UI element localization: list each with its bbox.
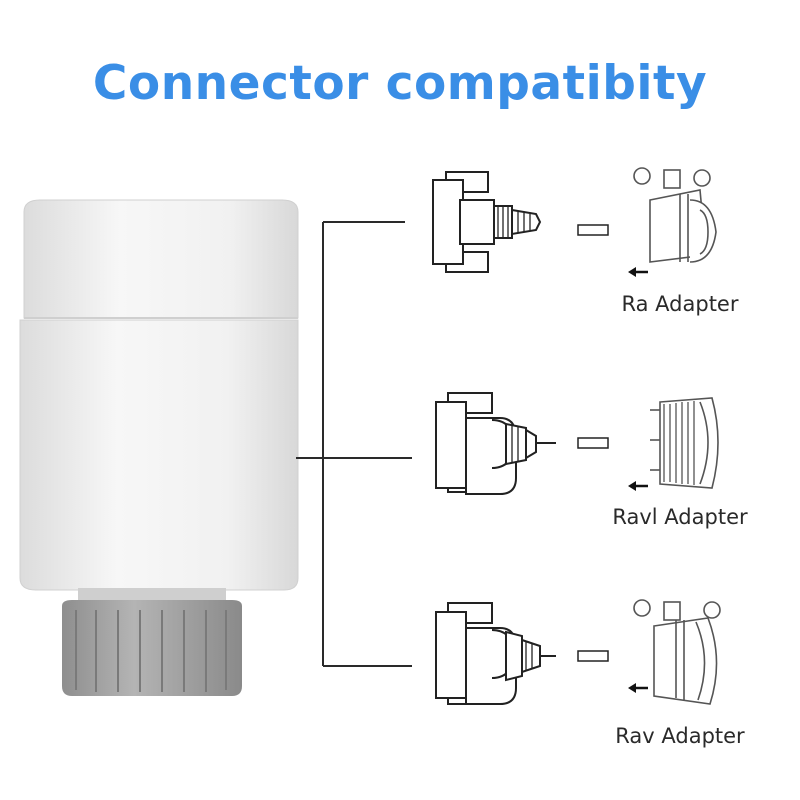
page-title: Connector compatibity [92,56,708,111]
valve-drawing-ravl [435,392,556,495]
ravl-adapter-drawing [650,397,719,489]
connector-lines [296,221,412,667]
rav-adapter-label: Rav Adapter [615,724,745,748]
thermostat-head-image [19,199,299,696]
arrow-left-icon [628,481,648,491]
pin-ravl [577,437,609,449]
ra-adapter-label: Ra Adapter [621,292,739,316]
valve-drawing-rav [435,602,556,705]
valve-drawing-ra [432,171,542,273]
rav-adapter-drawing [633,599,721,705]
ravl-adapter-label: Ravl Adapter [612,505,748,529]
arrow-left-icon [628,267,648,277]
arrow-left-icon [628,683,648,693]
pin-ra [577,224,609,236]
pin-rav [577,650,609,662]
ra-adapter-drawing [633,167,717,263]
